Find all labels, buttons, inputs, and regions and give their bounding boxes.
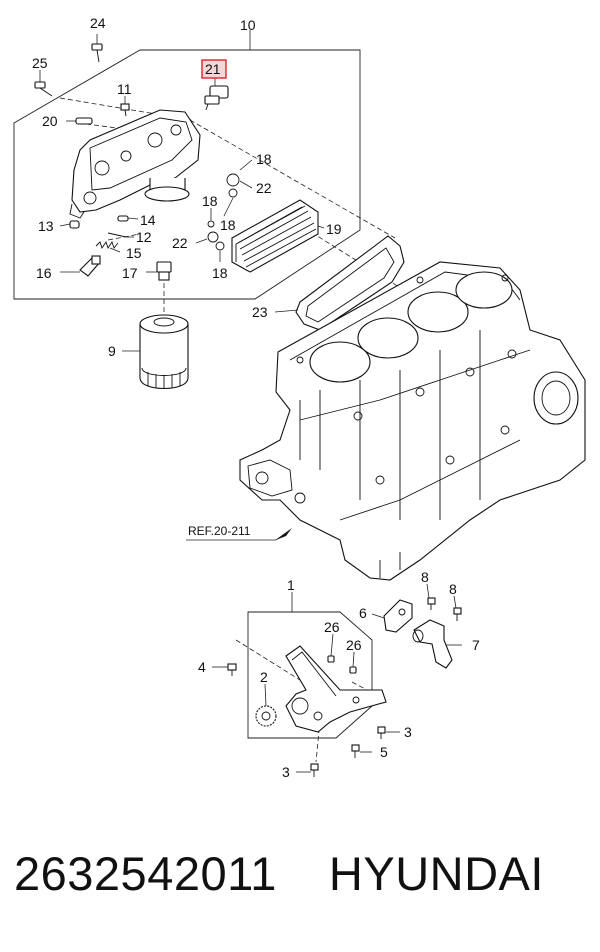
pin-14-icon	[117, 215, 129, 222]
oil-filter-9-icon	[139, 314, 189, 389]
callout-26: 26	[324, 619, 340, 635]
callout-1: 1	[287, 577, 295, 593]
o-ring-18-icon	[215, 241, 225, 251]
alignment-line	[315, 719, 321, 763]
bolt-24-icon	[91, 43, 103, 63]
callout-9: 9	[108, 343, 116, 359]
callout-11: 11	[117, 81, 132, 97]
filter-housing-icon	[69, 109, 201, 219]
callout-19: 19	[326, 221, 342, 237]
callout-3: 3	[282, 764, 290, 780]
callout-18: 18	[202, 193, 218, 209]
caption-bar: 2632542011 HYUNDAI	[14, 846, 594, 901]
highlight-box-21	[201, 59, 227, 79]
callout-20: 20	[42, 113, 58, 129]
exploded-parts-diagram: REF.20-211	[13, 15, 586, 780]
oil-pipe-7-icon	[412, 619, 453, 669]
callout-18: 18	[256, 151, 272, 167]
plug-13-icon	[69, 220, 80, 229]
callout-13: 13	[38, 218, 54, 234]
callout-12: 12	[136, 229, 152, 245]
callout-8: 8	[449, 581, 457, 597]
callout-16: 16	[36, 265, 52, 281]
callout-21: 21	[205, 61, 221, 77]
relief-valve-16-icon	[79, 255, 101, 277]
callout-26: 26	[346, 637, 362, 653]
bolt-5-icon	[351, 744, 360, 758]
part-number: 2632542011	[14, 847, 277, 900]
bolt-3-icon	[377, 726, 386, 739]
callout-25: 25	[32, 55, 48, 71]
dowel-26-icon	[349, 666, 357, 674]
callout-23: 23	[252, 304, 268, 320]
o-ring-22-icon	[207, 231, 219, 243]
callout-4: 4	[198, 659, 206, 675]
callout-5: 5	[380, 744, 388, 760]
o-ring-22-icon	[226, 173, 240, 187]
brand-name: HYUNDAI	[328, 847, 544, 900]
pin-12-icon	[107, 232, 127, 238]
bolt-3-icon	[310, 763, 319, 777]
callout-6: 6	[359, 605, 367, 621]
bracket-6-icon	[383, 599, 413, 633]
callout-15: 15	[126, 245, 142, 261]
callout-18: 18	[212, 265, 228, 281]
callout-7: 7	[472, 637, 480, 653]
spring-15-icon	[95, 240, 119, 250]
oil-pump-icon	[285, 645, 387, 733]
bolt-4-icon	[227, 663, 237, 676]
callout-18: 18	[220, 217, 236, 233]
drive-gear-2-icon	[255, 705, 277, 727]
callout-17: 17	[122, 265, 138, 281]
callout-3: 3	[404, 724, 412, 740]
leader-lines	[39, 30, 462, 773]
o-ring-18-icon	[228, 188, 238, 198]
nipple-17-icon	[156, 261, 172, 281]
dowel-26-icon	[327, 655, 335, 663]
bolt-11-icon	[120, 103, 130, 117]
callout-10: 10	[240, 17, 256, 33]
stud-20-icon	[75, 117, 93, 125]
bolt-8-icon	[427, 597, 436, 610]
callout-2: 2	[260, 669, 268, 685]
assembly-frame-10	[13, 49, 361, 300]
callout-24: 24	[90, 15, 106, 31]
alignment-line	[235, 639, 301, 681]
callout-22: 22	[172, 235, 188, 251]
callout-14: 14	[140, 212, 156, 228]
bolt-8-icon	[453, 607, 462, 621]
cylinder-block-icon	[239, 261, 586, 581]
bolt-25-icon	[34, 81, 53, 97]
callout-22: 22	[256, 180, 272, 196]
reference-label: REF.20-211	[188, 524, 251, 538]
callout-8: 8	[421, 569, 429, 585]
oil-pressure-sensor-21-icon	[204, 85, 229, 111]
reference-pointer	[186, 528, 292, 541]
oil-cooler-19-icon	[231, 199, 319, 273]
gasket-23-icon	[295, 235, 405, 331]
o-ring-18-icon	[207, 220, 215, 228]
